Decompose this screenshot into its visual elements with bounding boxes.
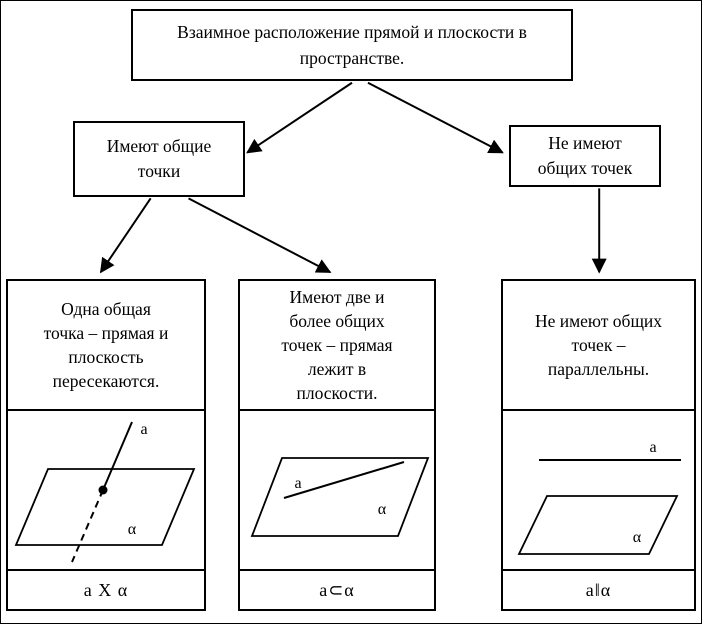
case-parallel-drawing: а α <box>517 439 681 555</box>
line-a-hidden-segment <box>71 489 104 563</box>
arrow-left-branch-to-case2 <box>188 197 332 274</box>
case-parallel-box: Не имеют общих точек – параллельны. а α … <box>501 279 696 611</box>
case-parallel-description-area: Не имеют общих точек – параллельны. <box>503 281 694 411</box>
case-intersect-description-area: Одна общая точка – прямая и плоскость пе… <box>8 281 204 411</box>
case-lies-in-plane-box: Имеют две и более общих точек – прямая л… <box>238 279 436 611</box>
branch-no-common-points-box: Не имеют общих точек <box>509 125 661 187</box>
plane-parallelogram <box>517 495 679 555</box>
case-intersect-description: Одна общая точка – прямая и плоскость пе… <box>43 298 169 392</box>
case-intersect-figure: а α <box>8 411 204 571</box>
branch-no-common-points-label: Не имеют общих точек <box>537 132 633 178</box>
case-intersect-drawing: а α <box>14 421 196 563</box>
title-text: Взаимное расположение прямой и плоскости… <box>177 21 527 68</box>
case-intersect-notation: а Х α <box>83 579 129 600</box>
line-a-label: а <box>294 475 301 492</box>
plane-alpha-label: α <box>128 521 137 538</box>
line-a-label: а <box>649 439 656 456</box>
intersection-point <box>98 485 108 495</box>
branch-common-points-box: Имеют общие точки <box>73 121 245 197</box>
plane-parallelogram <box>250 457 430 537</box>
case-lies-in-plane-notation: а⊂α <box>319 579 355 600</box>
case-lies-in-plane-figure: а α <box>240 411 434 571</box>
arrow-left-branch-to-case1 <box>99 197 152 274</box>
plane-alpha-label: α <box>378 501 387 518</box>
case-intersect-box: Одна общая точка – прямая и плоскость пе… <box>6 279 206 611</box>
arrow-title-to-right-branch <box>367 81 504 154</box>
line-a-visible-segment <box>102 421 133 491</box>
case-parallel-description: Не имеют общих точек – параллельны. <box>534 310 663 380</box>
line-a-label: а <box>140 421 147 438</box>
title-box: Взаимное расположение прямой и плоскости… <box>131 9 573 81</box>
case-lies-in-plane-description-area: Имеют две и более общих точек – прямая л… <box>240 281 434 411</box>
line-a-in-plane <box>283 461 405 499</box>
case-parallel-notation: a‖α <box>585 579 612 600</box>
case-lies-in-plane-drawing: а α <box>250 457 430 537</box>
branch-common-points-label: Имеют общие точки <box>106 135 212 181</box>
case-lies-in-plane-description: Имеют две и более общих точек – прямая л… <box>281 286 393 404</box>
case-parallel-figure: а α <box>503 411 694 571</box>
plane-alpha-label: α <box>633 529 642 546</box>
arrow-title-to-left-branch <box>246 81 353 154</box>
plane-parallelogram <box>14 468 196 546</box>
